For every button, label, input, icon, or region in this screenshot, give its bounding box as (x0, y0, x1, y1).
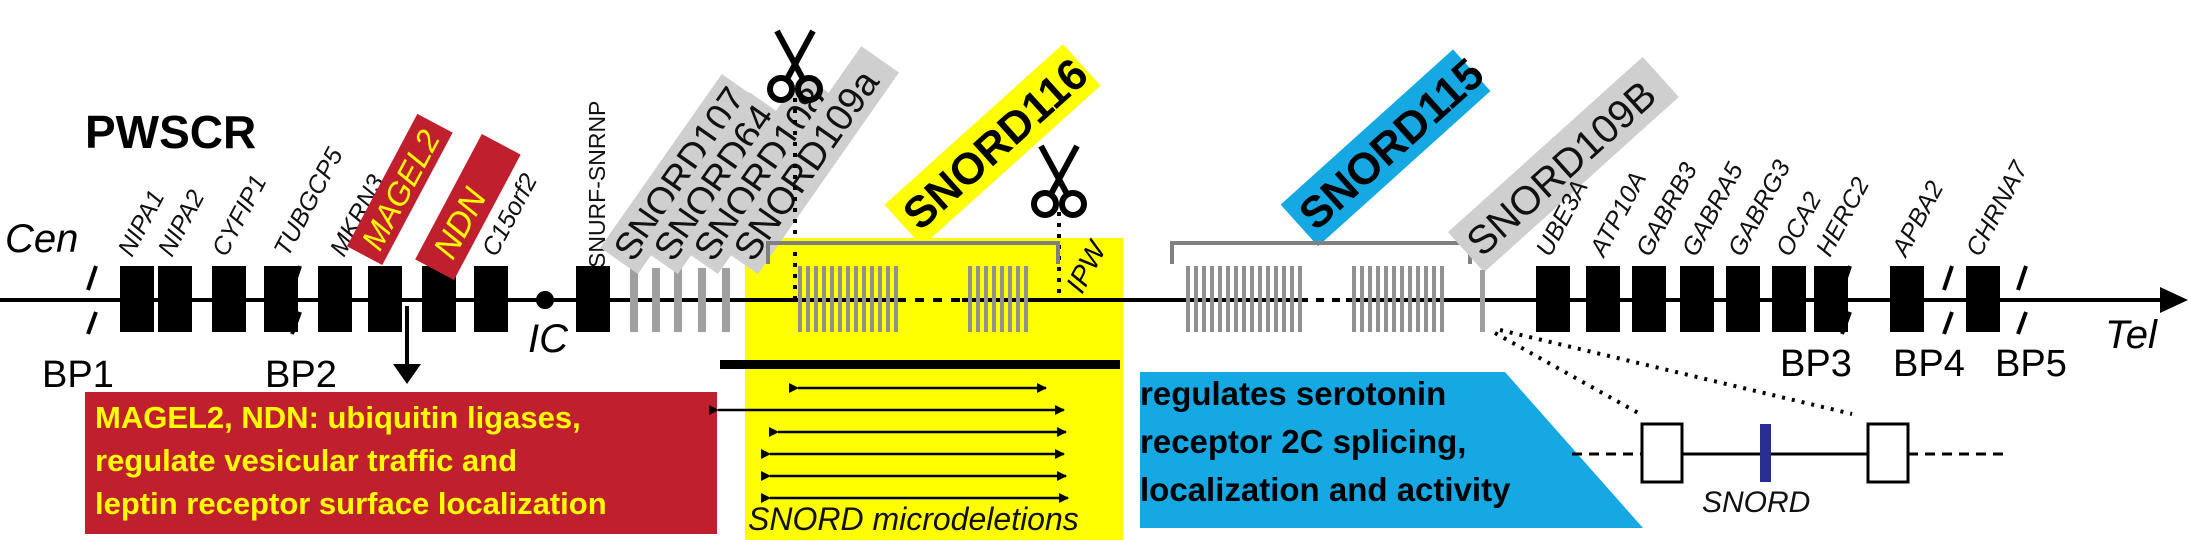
bp4-label: BP4 (1893, 343, 1965, 385)
gene-label-cyfip1: CYFIP1 (207, 170, 273, 260)
deletion-bar (720, 360, 1120, 369)
gray-snord-labels: SNORD107 SNORD64 SNORD108 SNORD109a (600, 46, 899, 275)
blue-box-line-2: receptor 2C splicing, (1140, 423, 1466, 460)
inset-exon-left (1640, 422, 1684, 484)
bp5-label: BP5 (1995, 343, 2067, 385)
snord115-cluster-ticks (1186, 266, 1444, 332)
title: PWSCR (85, 106, 256, 158)
magel2-down-arrowhead (393, 364, 421, 384)
snord115-function-box (1140, 372, 1643, 528)
axis-arrowhead (2160, 287, 2188, 313)
microdeletions-label: SNORD microdeletions (748, 501, 1079, 537)
gene-label-apba2: APBA2 (1886, 176, 1950, 262)
snord109b-tick (1480, 270, 1485, 332)
snord115-label-group: SNORD115 (1280, 49, 1494, 247)
scissors-icon (767, 29, 823, 103)
bp2-label: BP2 (265, 354, 337, 396)
scissors-icon (1031, 144, 1087, 218)
blue-box-line-3: localization and activity (1140, 471, 1511, 508)
magel2-ndn-function-box (85, 392, 717, 534)
blue-box-line-1: regulates serotonin (1140, 375, 1446, 412)
gene-label-chrna7: CHRNA7 (1961, 156, 2034, 261)
snord115-label: SNORD115 (1290, 49, 1494, 239)
bp3-label: BP3 (1780, 343, 1852, 385)
snord115-bracket (1170, 241, 1472, 264)
red-box-line-2: regulate vesicular traffic and (95, 443, 517, 478)
inset-exon-right (1866, 422, 1910, 484)
cen-label: Cen (5, 217, 78, 261)
bp1-label: BP1 (42, 354, 114, 396)
ic-label: IC (528, 317, 569, 361)
right-gene-boxes (1536, 266, 2000, 332)
snord116-cluster-ticks (798, 266, 1028, 332)
tel-label: Tel (2105, 313, 2158, 357)
red-box-line-3: leptin receptor surface localization (95, 486, 607, 521)
inset-snord-label: SNORD (1702, 486, 1810, 519)
snord116-bracket (766, 241, 1060, 264)
red-box-line-1: MAGEL2, NDN: ubiquitin ligases, (95, 400, 581, 435)
gray-snord-ticks (630, 268, 730, 332)
inset-snord-box (1760, 424, 1771, 482)
gene-label-herc2: HERC2 (1811, 173, 1876, 261)
inset-zoom-line-right (1499, 328, 1853, 416)
ic-dot (536, 291, 554, 309)
microdeletion-arrows (709, 383, 1069, 503)
